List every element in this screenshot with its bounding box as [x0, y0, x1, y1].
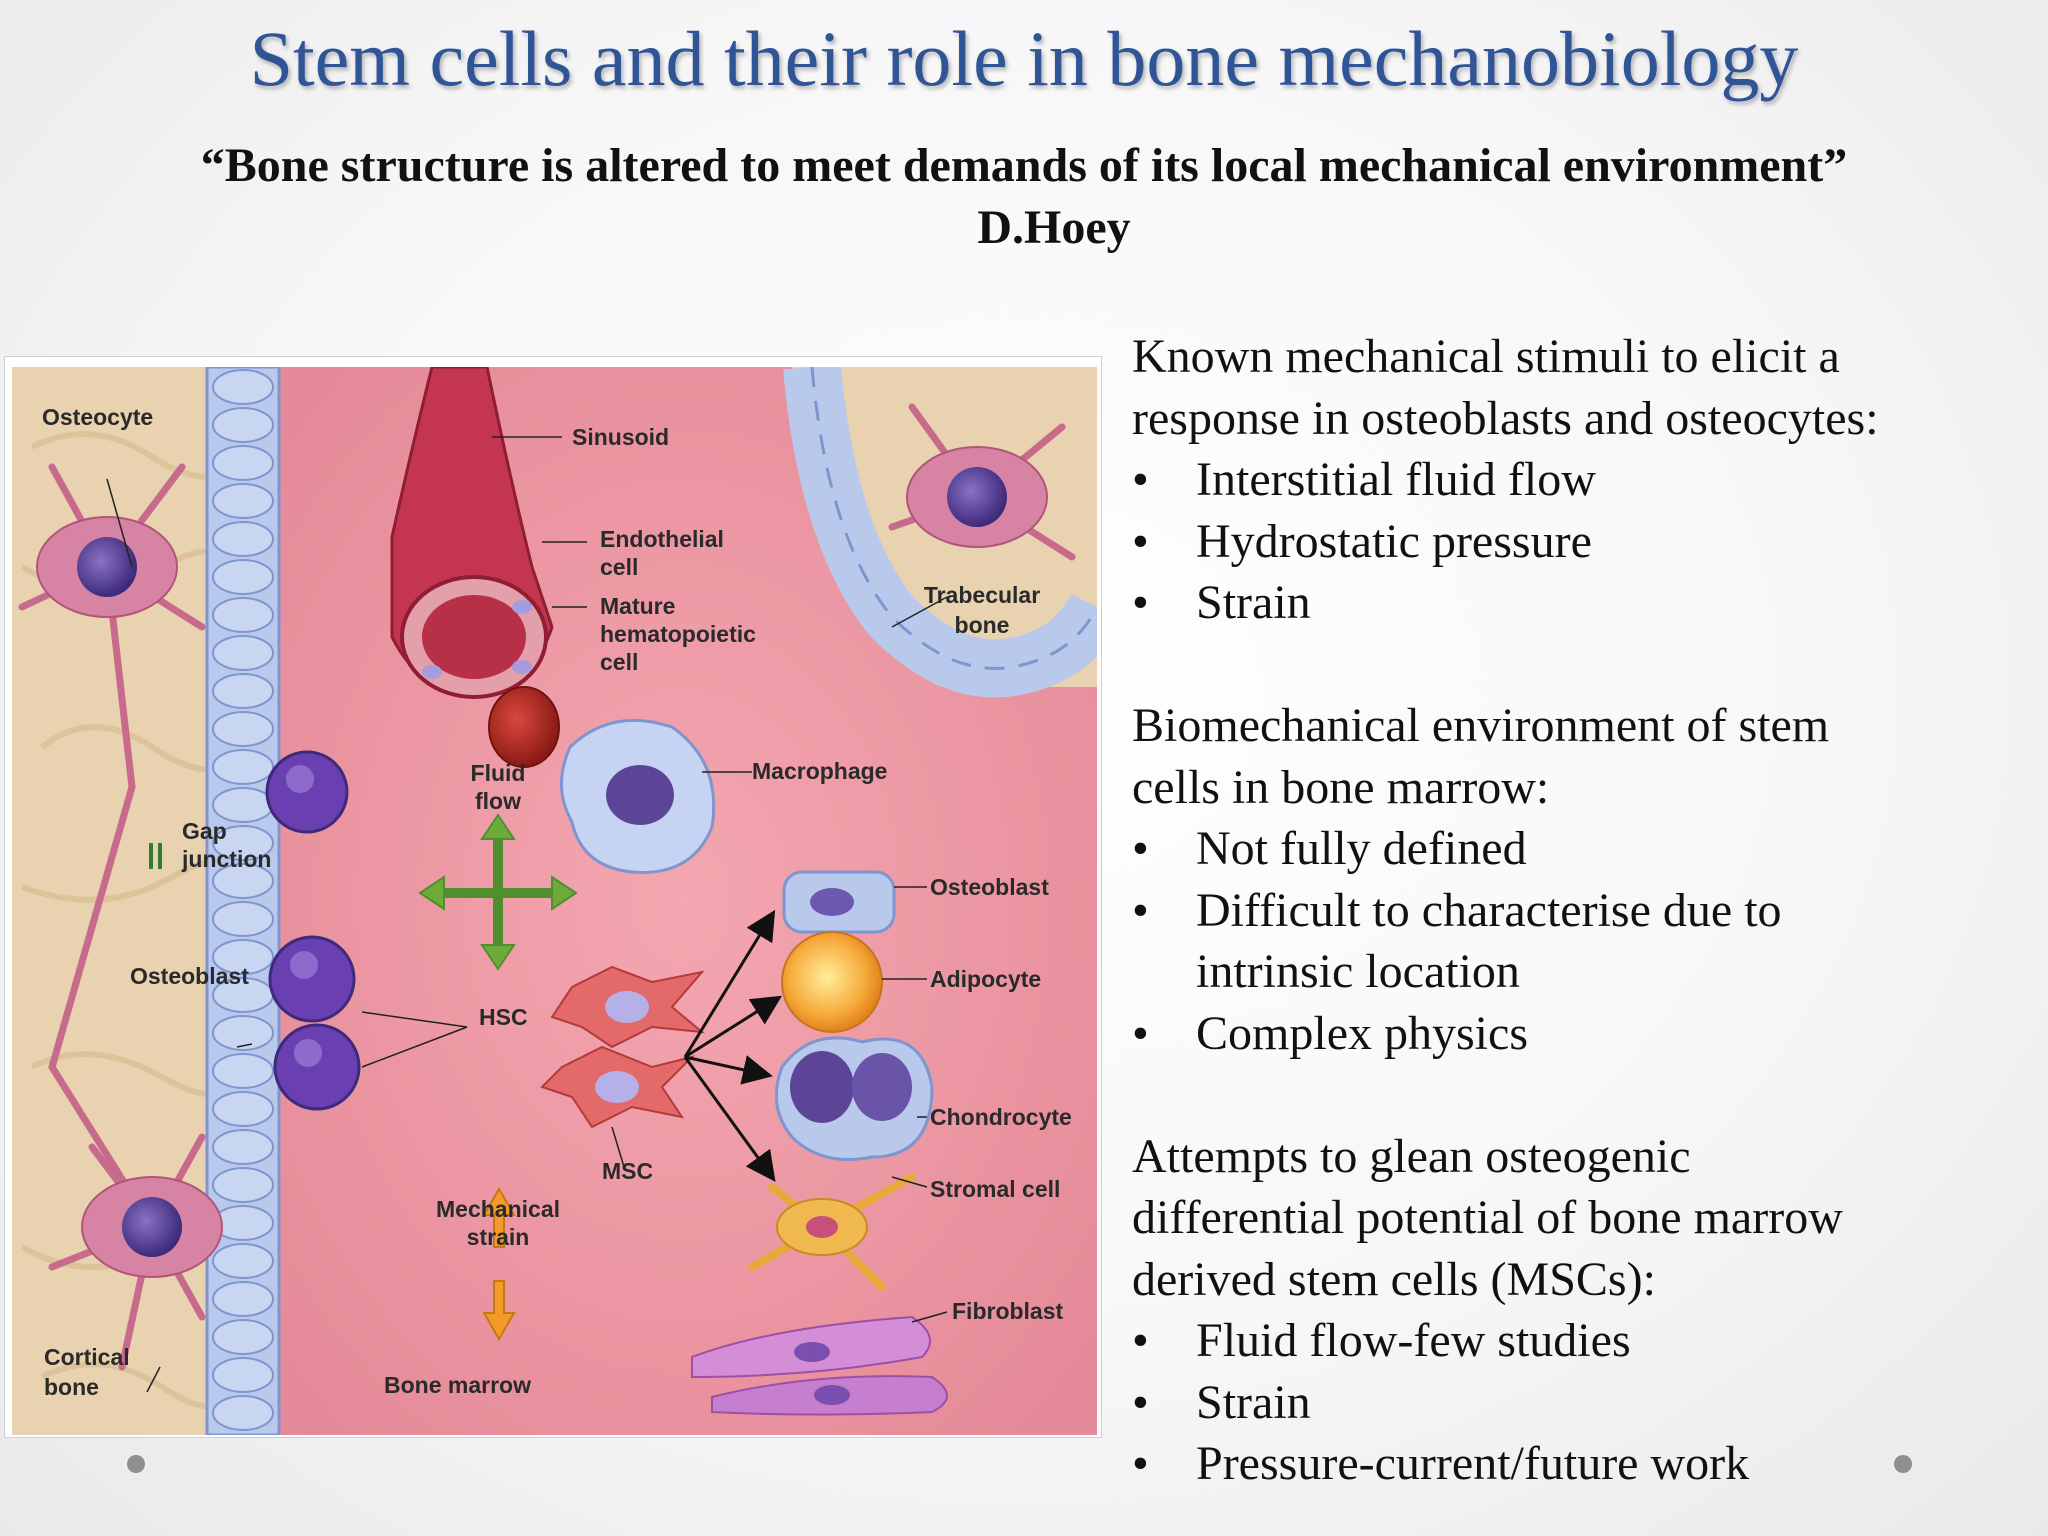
list-item-text: Complex physics — [1196, 1006, 1528, 1060]
label-mature-1: Mature — [600, 593, 675, 619]
section3-heading-line2: differential potential of bone marrow — [1132, 1191, 1843, 1244]
bone-marrow-illustration: Osteocyte Sinusoid Endothelial cell Matu… — [4, 356, 1102, 1438]
label-chondrocyte: Chondrocyte — [930, 1104, 1072, 1130]
label-trabecular-1: Trabecular — [924, 582, 1040, 608]
list-item: • Strain — [1132, 1372, 2032, 1434]
label-fluid-1: Fluid — [471, 760, 526, 786]
label-fluid-2: flow — [475, 788, 521, 814]
label-osteoblast-right: Osteoblast — [930, 874, 1049, 900]
slide-decoration-dot — [1894, 1455, 1912, 1473]
label-cortical-2: bone — [44, 1374, 99, 1400]
bullet-dot: • — [1132, 1006, 1149, 1060]
list-item-text: intrinsic location — [1196, 945, 1520, 998]
label-endothelial-2: cell — [600, 554, 638, 580]
slide-title: Stem cells and their role in bone mechan… — [249, 15, 1799, 102]
label-msc: MSC — [602, 1158, 653, 1184]
section2-heading-line2: cells in bone marrow: — [1132, 760, 1550, 814]
quote-author: D.Hoey — [977, 201, 1131, 254]
list-item: • Pressure-current/future work — [1132, 1433, 2032, 1495]
label-osteocyte: Osteocyte — [42, 404, 153, 430]
bullet-dot: • — [1132, 514, 1149, 568]
list-item-text: Hydrostatic pressure — [1196, 514, 1592, 568]
label-adipocyte: Adipocyte — [930, 966, 1041, 992]
label-osteoblast-left: Osteoblast — [130, 963, 249, 989]
label-endothelial-1: Endothelial — [600, 526, 724, 552]
label-fibroblast: Fibroblast — [952, 1298, 1064, 1324]
label-stromal: Stromal cell — [930, 1176, 1060, 1202]
section1-heading-line2: response in osteoblasts and osteocytes: — [1132, 391, 1879, 445]
bullet-dot: • — [1132, 1314, 1149, 1367]
illustration-svg: Osteocyte Sinusoid Endothelial cell Matu… — [12, 367, 1097, 1435]
label-mech-2: strain — [467, 1224, 530, 1250]
list-item: • Strain — [1132, 572, 2032, 634]
list-item: • Not fully defined — [1132, 818, 2032, 880]
bullet-dot: • — [1132, 453, 1149, 506]
spacer — [1132, 1064, 2032, 1126]
list-item: • Hydrostatic pressure — [1132, 511, 2032, 573]
list-item: • Interstitial fluid flow — [1132, 449, 2032, 511]
label-gap-2: junction — [181, 846, 271, 872]
list-item-text: Fluid flow-few studies — [1196, 1314, 1631, 1367]
section2-heading-line1: Biomechanical environment of stem — [1132, 699, 1830, 752]
list-item: • Complex physics — [1132, 1003, 2032, 1065]
list-item-text: Difficult to characterise due to — [1196, 883, 1782, 937]
label-trabecular-2: bone — [955, 612, 1010, 638]
list-item-text: Interstitial fluid flow — [1196, 453, 1596, 506]
bullet-dot: • — [1132, 883, 1149, 937]
label-sinusoid: Sinusoid — [572, 424, 669, 450]
bullet-dot: • — [1132, 1375, 1149, 1429]
label-mature-3: cell — [600, 649, 638, 675]
label-mature-2: hematopoietic — [600, 621, 756, 647]
list-item-continuation: intrinsic location — [1132, 941, 2032, 1003]
text-panel: Known mechanical stimuli to elicit a res… — [1132, 326, 2032, 1495]
label-mech-1: Mechanical — [436, 1196, 560, 1222]
list-item: • Difficult to characterise due to — [1132, 880, 2032, 942]
label-gap-1: Gap — [182, 818, 227, 844]
section1-heading-line1: Known mechanical stimuli to elicit a — [1132, 330, 1840, 383]
list-item-text: Not fully defined — [1196, 822, 1527, 875]
list-item-text: Pressure-current/future work — [1196, 1437, 1750, 1490]
slide-quote: “Bone structure is altered to meet deman… — [200, 139, 1848, 192]
bullet-dot: • — [1132, 1437, 1149, 1490]
list-item-text: Strain — [1196, 576, 1311, 629]
label-bone-marrow: Bone marrow — [384, 1372, 531, 1398]
label-macrophage: Macrophage — [752, 758, 887, 784]
label-hsc: HSC — [479, 1004, 528, 1030]
list-item: • Fluid flow-few studies — [1132, 1310, 2032, 1372]
spacer — [1132, 634, 2032, 696]
section3-heading-line3: derived stem cells (MSCs): — [1132, 1252, 1656, 1306]
label-cortical-1: Cortical — [44, 1344, 130, 1370]
bullet-dot: • — [1132, 576, 1149, 629]
bullet-dot: • — [1132, 822, 1149, 875]
slide-decoration-dot — [127, 1455, 145, 1473]
list-item-text: Strain — [1196, 1375, 1311, 1429]
section3-heading-line1: Attempts to glean osteogenic — [1132, 1129, 1691, 1183]
